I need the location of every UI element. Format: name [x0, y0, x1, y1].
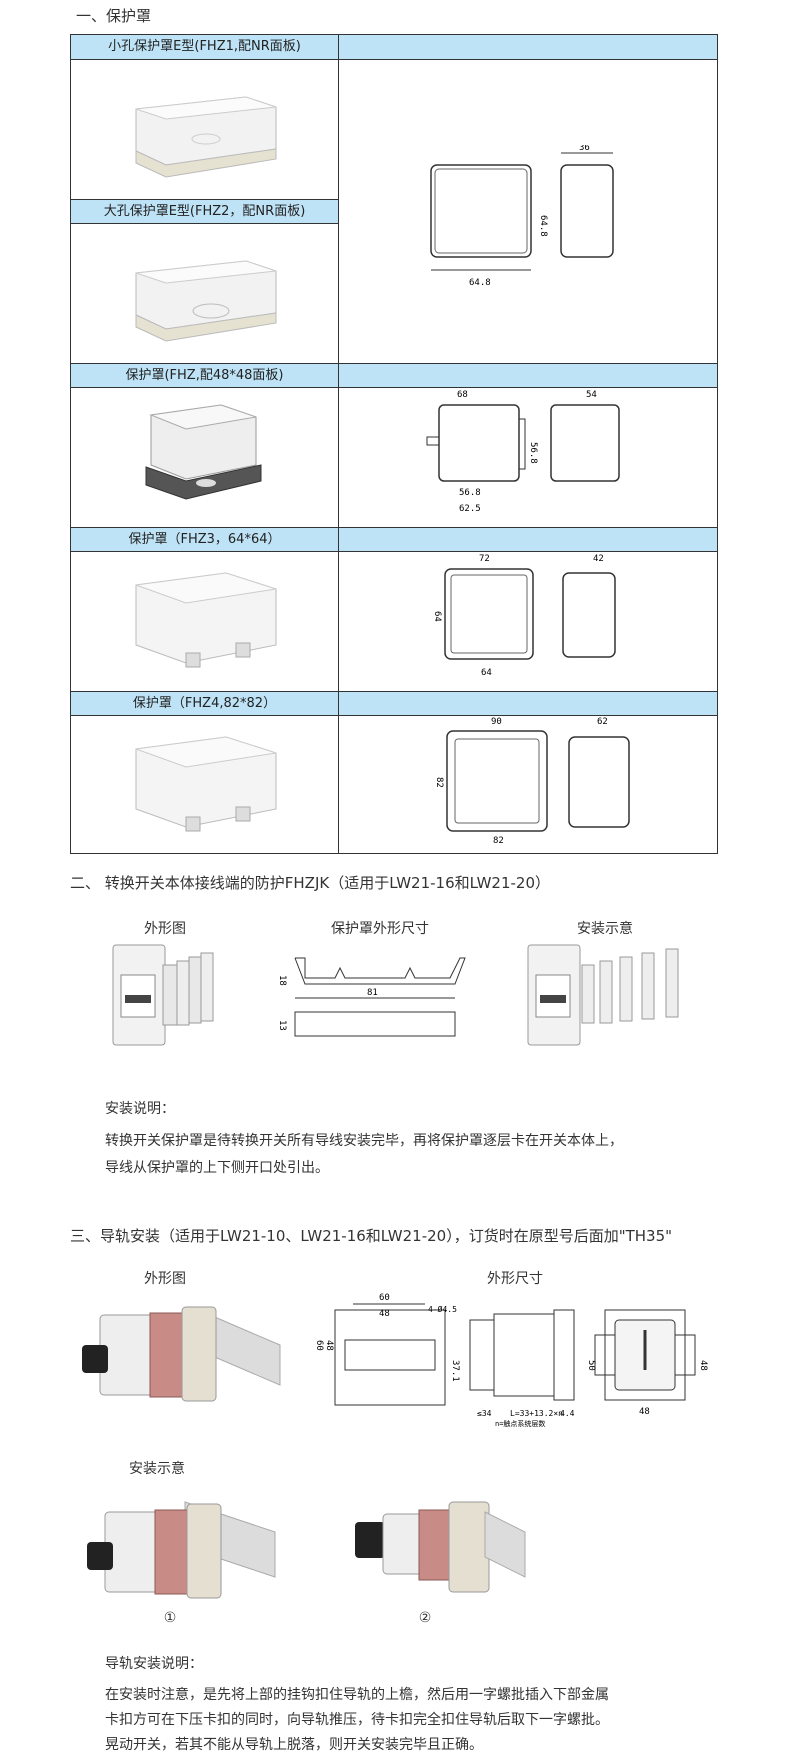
section3-note-title: 导轨安装说明：: [105, 1656, 203, 1672]
fhz3-cover-image: [135, 572, 277, 668]
step-1-label: ①: [163, 1610, 177, 1626]
dim-fhzjk-w: 81: [367, 988, 378, 998]
section3-note-line-2: 卡扣方可在下压卡扣的同时，向导轨推压，待卡扣完全扣住导轨后取下一字螺批。: [105, 1712, 609, 1728]
dim-rail-v50: 50: [586, 1360, 596, 1371]
fhzjk-install-image: [527, 944, 679, 1046]
label-install: 安装示意: [577, 921, 633, 937]
section3-note-line-3: 晃动开关，若其不能从导轨上脱落，则开关安装完毕且正确。: [105, 1737, 483, 1753]
fhz4-dimension-drawing: 90 82 82 62: [434, 717, 630, 846]
label-outline: 外形图: [144, 921, 186, 937]
row-title-fhz4: 保护罩（FHZ4,82*82）: [71, 691, 338, 716]
section3-heading: 三、导轨安装（适用于LW21-10、LW21-16和LW21-20），订货时在原…: [70, 1227, 673, 1245]
dim-fhz-outer: 62.5: [459, 504, 481, 514]
dim-rail-b48: 48: [639, 1407, 650, 1417]
dim-fhz4-w: 90: [491, 717, 502, 727]
fhzjk-outline-image: [112, 944, 214, 1046]
dim-fhz-inner: 56.8: [459, 488, 481, 498]
din-rail-install-step1-image: [87, 1501, 276, 1599]
dim-fhz3-bottom: 64: [481, 668, 492, 678]
section2-note-line-1: 转换开关保护罩是待转换开关所有导线安装完毕，再将保护罩逐层卡在开关本体上，: [105, 1133, 623, 1149]
label-cover-dims: 保护罩外形尺寸: [331, 921, 429, 937]
row-title-blank: [339, 527, 717, 552]
row-title-blank: [339, 691, 717, 716]
label-dims: 外形尺寸: [487, 1271, 543, 1287]
dim-fhz-d: 54: [586, 390, 597, 400]
dim-fhz12-h: 64.8: [538, 215, 548, 237]
dim-rail-h48: 48: [324, 1340, 334, 1351]
dim-rail-v48: 48: [698, 1360, 708, 1371]
section2-note-line-2: 导线从保护罩的上下侧开口处引出。: [105, 1160, 329, 1176]
din-rail-outline-image: [82, 1306, 281, 1402]
dim-fhz12-d: 36: [579, 145, 590, 153]
row-title-fhz1: 小孔保护罩E型(FHZ1,配NR面板): [71, 35, 338, 60]
section3-note-line-1: 在安装时注意，是先将上部的挂钩扣住导轨的上檐，然后用一字螺批插入下部金属: [105, 1687, 609, 1703]
dim-fhz-w: 68: [457, 390, 468, 400]
row-title-blank: [339, 35, 717, 60]
dim-rail-w60: 60: [379, 1293, 390, 1303]
dim-rail-hole: 4-Ø4.5: [428, 1304, 457, 1314]
fhz3-dimension-drawing: 72 64 64 42: [432, 554, 616, 678]
dim-rail-note: n=触点系统层数: [495, 1419, 545, 1428]
label-install: 安装示意: [129, 1461, 185, 1477]
dim-fhz-h: 56.8: [528, 442, 538, 464]
dim-fhz12-w: 64.8: [469, 278, 491, 288]
section2-note-title: 安装说明：: [105, 1101, 175, 1117]
section1-heading: 一、保护罩: [76, 7, 152, 25]
dim-rail-w48: 48: [379, 1309, 390, 1319]
fhz2-cover-image: [135, 260, 277, 342]
dim-fhz3-d: 42: [593, 554, 604, 564]
dim-fhz4-d: 62: [597, 717, 608, 727]
din-rail-install-step2-image: [355, 1501, 526, 1593]
dim-fhz3-w: 72: [479, 554, 490, 564]
dim-rail-l34: ≤34: [477, 1409, 492, 1418]
fhz1-cover-image: [135, 96, 277, 178]
dim-rail-h60: 60: [314, 1340, 324, 1351]
row-title-fhz3: 保护罩（FHZ3，64*64）: [71, 527, 338, 552]
dim-fhz4-h: 82: [434, 777, 444, 788]
dim-rail-lsum: L=33+13.2×n: [510, 1409, 563, 1418]
label-outline: 外形图: [144, 1271, 186, 1287]
fhz4-cover-image: [135, 736, 277, 832]
dim-rail-small: 4.4: [560, 1409, 575, 1418]
din-rail-dimension-drawing: 60 48 4-Ø4.5 60 48 37.1 ≤34 L=33+13.2×n …: [314, 1293, 708, 1428]
section2-heading: 二、 转换开关本体接线端的防护FHZJK（适用于LW21-16和LW21-20）: [70, 874, 551, 892]
fhzjk-dimension-drawing: 18 81 13: [277, 957, 466, 1037]
row-title-fhz: 保护罩(FHZ,配48*48面板): [71, 363, 338, 388]
fhz-cover-image: [145, 404, 262, 500]
step-2-label: ②: [418, 1610, 432, 1626]
dim-fhz3-h: 64: [432, 611, 442, 622]
fhz-dimension-drawing: 68 56.8 56.8 62.5 54: [426, 390, 620, 514]
dim-rail-h37: 37.1: [450, 1360, 460, 1382]
fhz12-dimension-drawing: 64.8 64.8 36: [430, 145, 614, 288]
dim-fhzjk-h1: 18: [277, 975, 287, 986]
protective-cover-table: 小孔保护罩E型(FHZ1,配NR面板) 大孔保护罩E型(FHZ2，配NR面板) …: [70, 34, 718, 854]
table-divider: [338, 35, 339, 853]
row-title-fhz2: 大孔保护罩E型(FHZ2，配NR面板): [71, 199, 338, 224]
dim-fhzjk-h2: 13: [277, 1020, 287, 1031]
row-title-blank: [339, 363, 717, 388]
dim-fhz4-bottom: 82: [493, 836, 504, 846]
